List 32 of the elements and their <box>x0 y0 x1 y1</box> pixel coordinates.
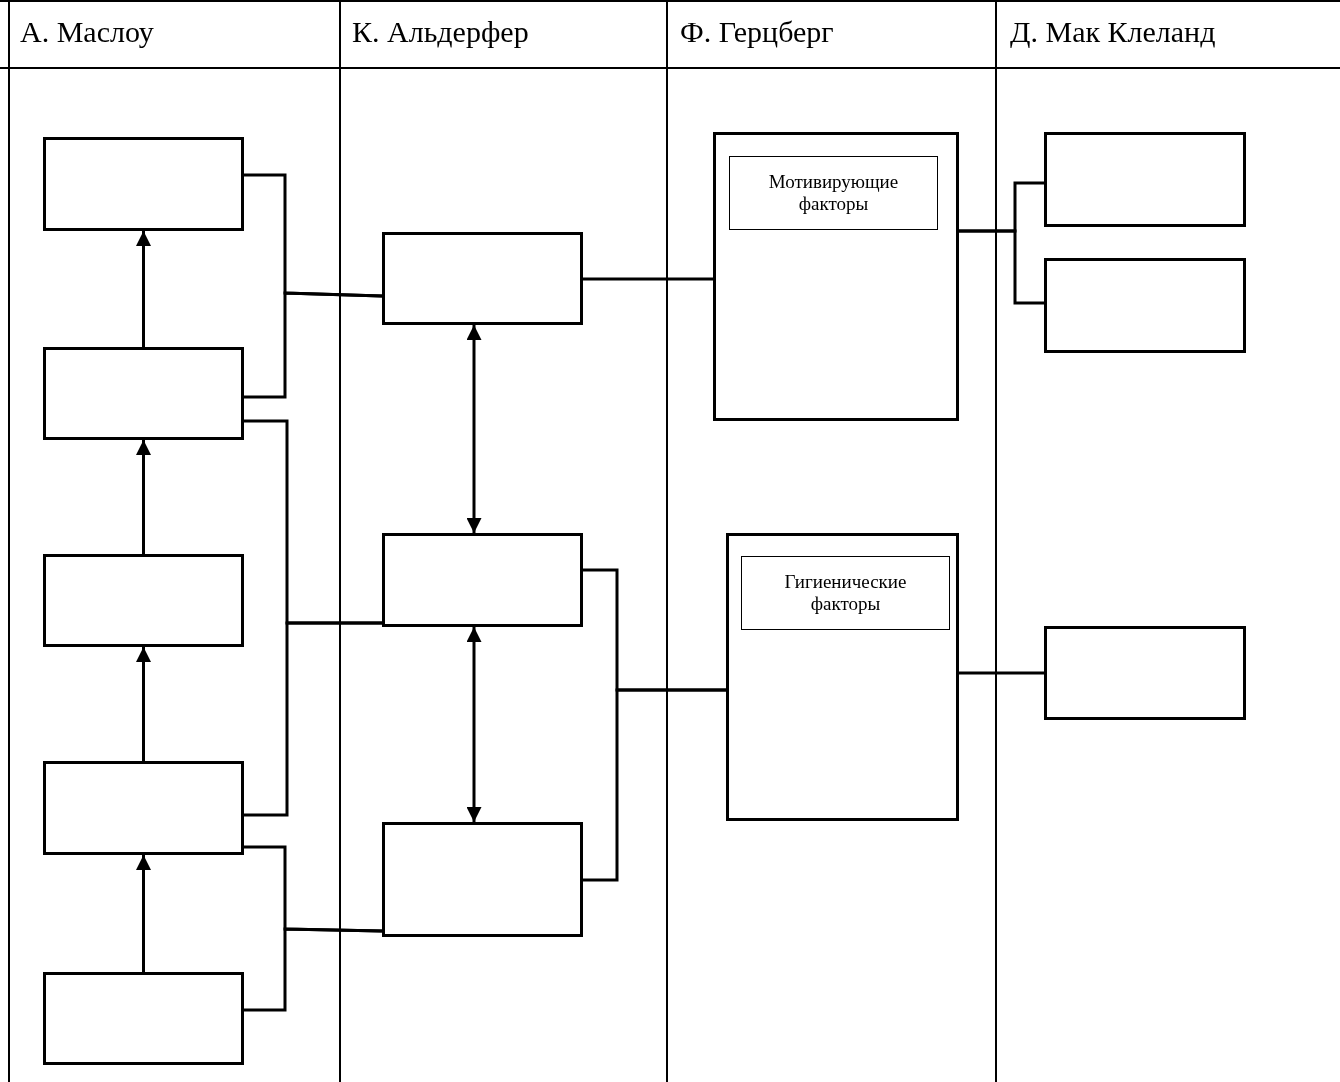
arrow <box>136 647 151 761</box>
empty-box <box>382 822 583 937</box>
empty-box <box>726 533 959 821</box>
arrow <box>136 440 151 554</box>
text-box: Гигиенические факторы <box>741 556 950 630</box>
arrow <box>136 231 151 347</box>
empty-box <box>1044 132 1246 227</box>
column-header: К. Альдерфер <box>352 14 529 50</box>
arrow <box>466 325 482 533</box>
arrow <box>136 855 151 972</box>
column-header: А. Маслоу <box>20 14 154 50</box>
text-box: Мотивирующие факторы <box>729 156 938 230</box>
empty-box <box>43 761 244 855</box>
connector-line <box>244 621 382 817</box>
empty-box <box>43 554 244 647</box>
connector-line <box>583 688 726 882</box>
empty-box <box>713 132 959 421</box>
empty-box <box>1044 626 1246 720</box>
column-header: Ф. Герцберг <box>680 14 834 50</box>
connector-line <box>959 229 1044 305</box>
connector-line <box>244 927 383 1012</box>
empty-box <box>382 232 583 325</box>
empty-box <box>43 137 244 231</box>
connector-line <box>959 671 1044 675</box>
empty-box <box>1044 258 1246 353</box>
connector-line <box>583 277 713 281</box>
column-header: Д. Мак Клеланд <box>1010 14 1216 50</box>
empty-box <box>43 347 244 440</box>
connector-line <box>244 291 383 399</box>
empty-box <box>382 533 583 627</box>
arrow <box>466 627 482 822</box>
empty-box <box>43 972 244 1065</box>
